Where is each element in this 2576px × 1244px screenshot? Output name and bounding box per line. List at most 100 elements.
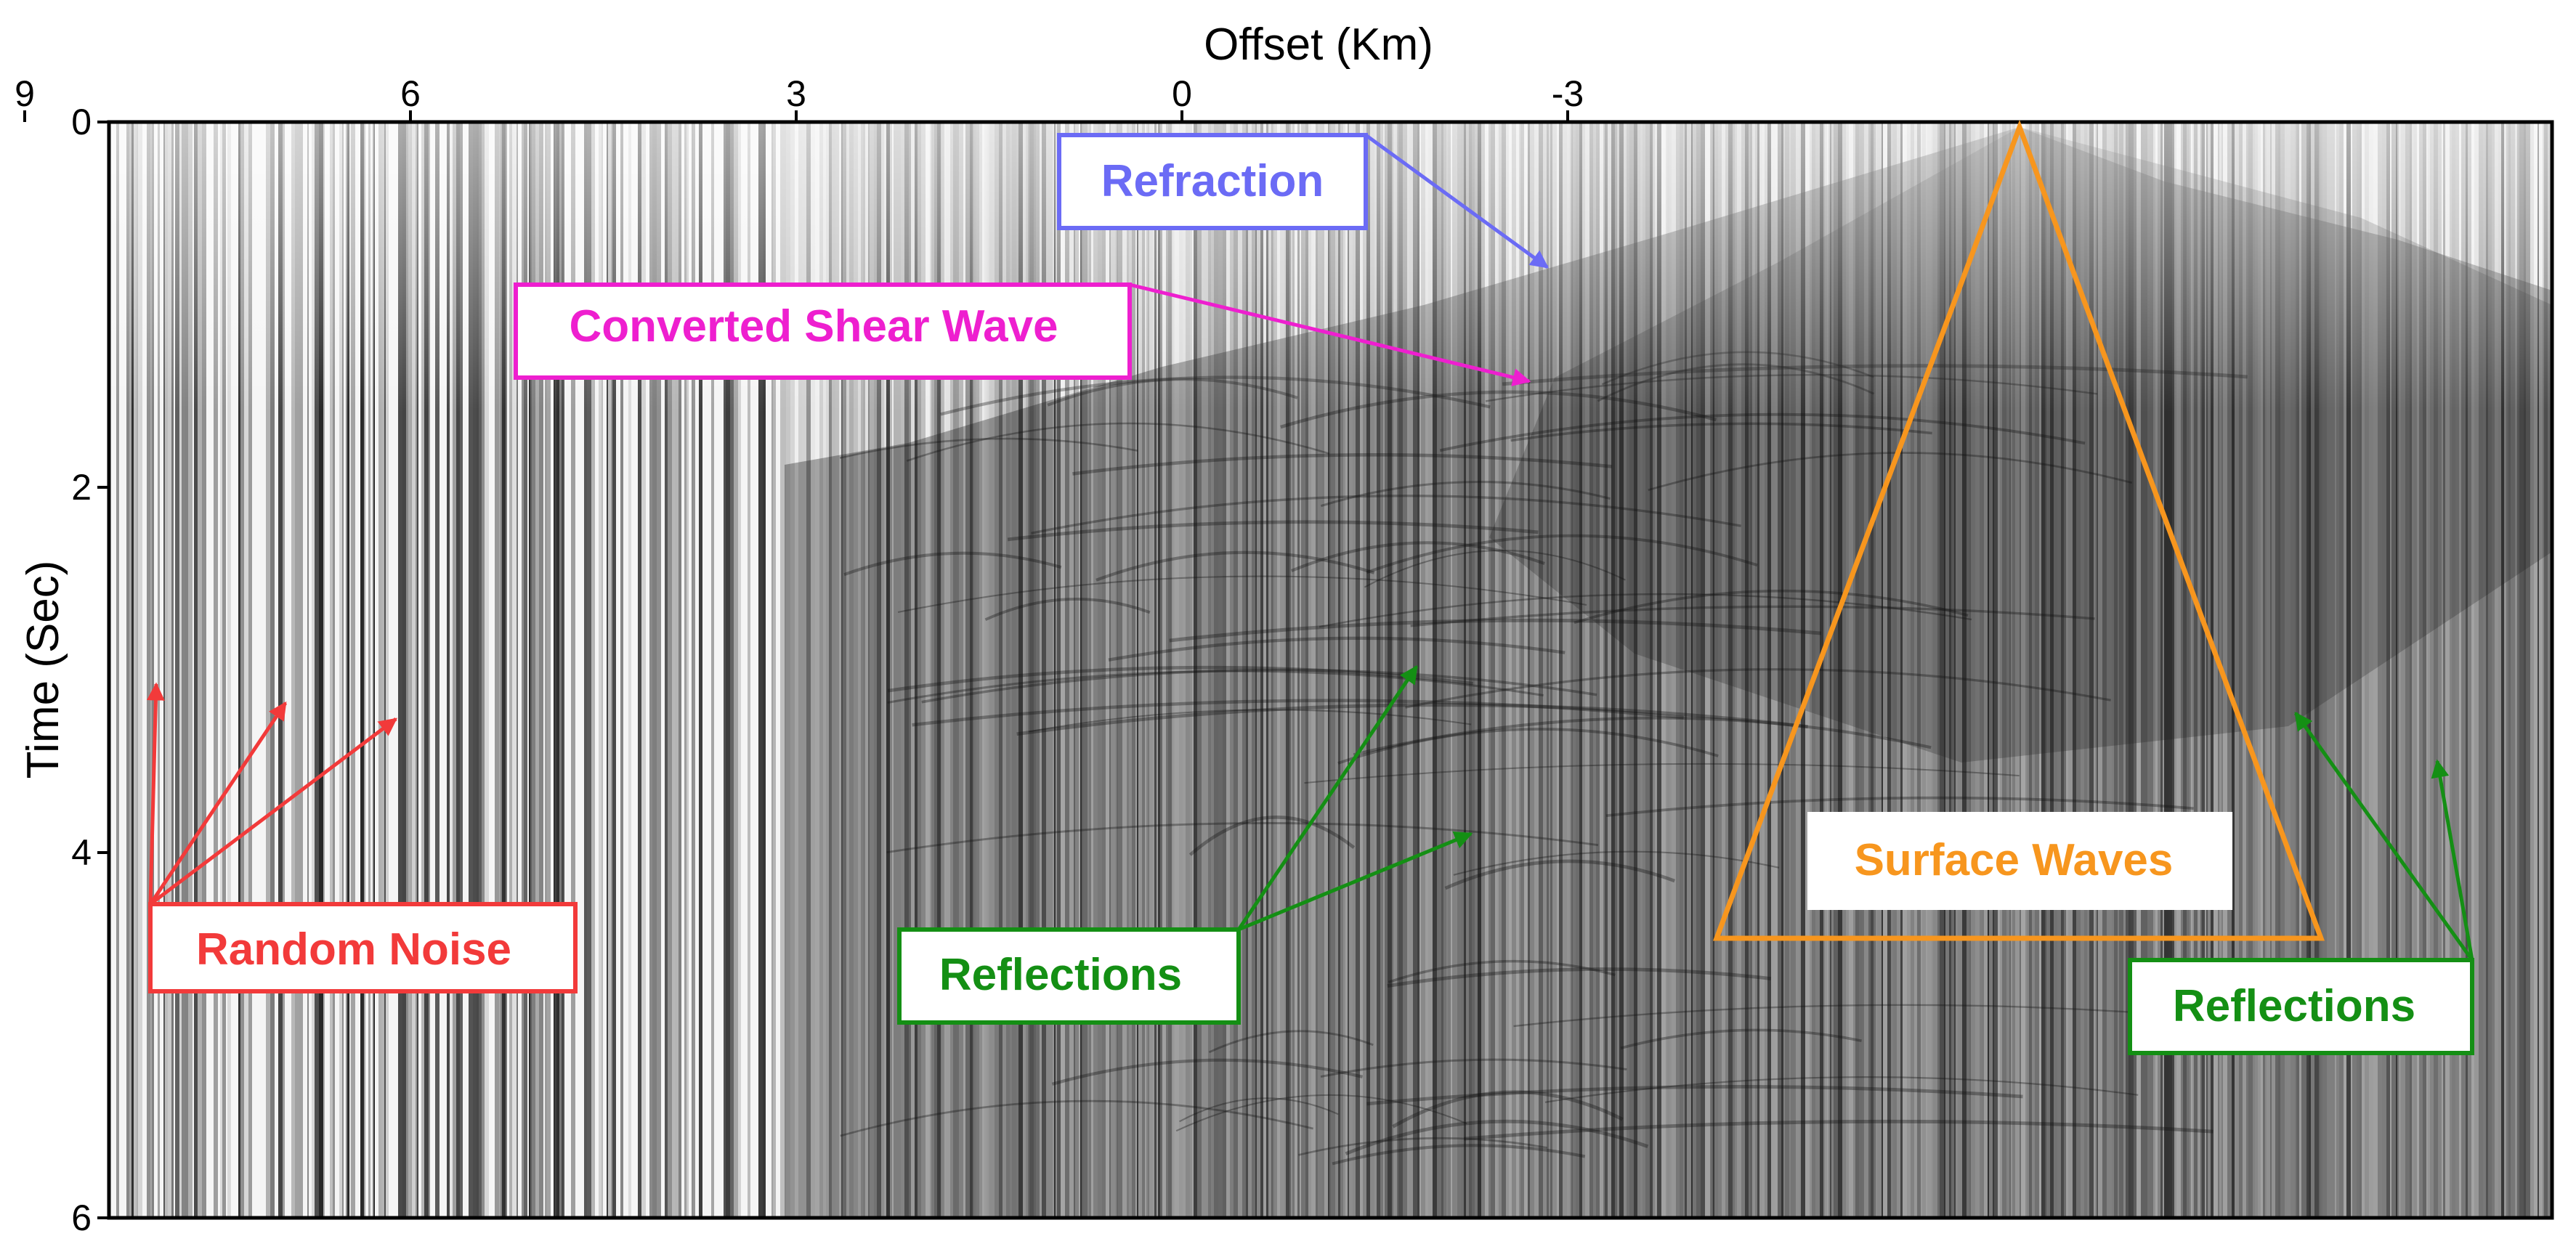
random-noise-annotation: Random Noise [146,682,578,993]
trace-strip [921,122,926,1218]
trace-strip [2382,122,2386,1218]
trace-strip [724,122,726,1218]
trace-strip [1179,122,1183,1218]
trace-strip [2261,122,2263,1218]
trace-strip [1226,122,1230,1218]
reflection-streak [1648,452,2133,492]
trace-strip [375,122,378,1218]
trace-strip [1316,122,1318,1218]
trace-strip [2094,122,2095,1218]
trace-strip [1154,122,1157,1218]
trace-strip [1830,122,1831,1218]
trace-strip [365,122,368,1218]
trace-strip [1036,122,1040,1218]
trace-strip [2258,122,2261,1218]
trace-strip [116,122,119,1218]
trace-strip [1148,122,1149,1218]
trace-strip [392,122,396,1218]
trace-strip [1691,122,1693,1218]
converted-shear-wave-annotation: Converted Shear Wave [514,282,1531,386]
trace-strip [1194,122,1197,1218]
trace-strip [237,122,238,1218]
trace-strip [2076,122,2081,1218]
trace-strip [695,122,699,1218]
trace-strip [2508,122,2511,1218]
reflection-streak [1175,1094,1467,1132]
surface-waves-label-box [1807,812,2232,910]
trace-strip [2339,122,2344,1218]
converted-shear-wave-label-box [514,282,1132,380]
trace-strip [2278,122,2280,1218]
trace-strip [495,122,499,1218]
trace-strip [681,122,684,1218]
trace-strip [976,122,979,1218]
trace-strip [1211,122,1214,1218]
reflection-streak [897,575,1587,614]
trace-strip [2061,122,2064,1218]
trace-strip [1799,122,1801,1218]
trace-strip [1499,122,1502,1218]
trace-strip [583,122,584,1218]
reflections-left-annotation: Reflections [897,664,1473,1025]
trace-strip [1102,122,1106,1218]
trace-strip [1160,122,1162,1218]
trace-strip [974,122,976,1218]
trace-strip [2054,122,2057,1218]
trace-strip [1846,122,1849,1218]
reflection-streak [887,665,1473,693]
trace-strip [865,122,868,1218]
trace-strip [1655,122,1657,1218]
reflection-streak [1007,520,1539,542]
trace-strip [2327,122,2331,1218]
y-tick-label: 4 [71,832,92,873]
reflection-streak [1031,495,1741,534]
trace-strip [1932,122,1933,1218]
trace-strip [2206,122,2208,1218]
trace-strip [1749,122,1750,1218]
trace-strip [2352,122,2357,1218]
reflections-left-label-box [897,927,1241,1025]
random-noise-label: Random Noise [196,924,511,975]
trace-strip [1234,122,1238,1218]
trace-strip [745,122,748,1218]
surface-waves-triangle [1712,119,2325,941]
trace-strip [894,122,896,1218]
trace-strip [843,122,846,1218]
trace-strip [953,122,956,1218]
trace-strip [738,122,741,1218]
reflection-streak [912,699,1684,727]
trace-strip [344,122,346,1218]
trace-strip [1926,122,1927,1218]
reflection-streak [1620,1028,1862,1050]
trace-strip [1706,122,1710,1218]
trace-strip [482,122,485,1218]
trace-strip [2309,122,2311,1218]
reflection-streak [1353,716,1932,757]
trace-strip [1579,122,1582,1218]
trace-strip [2041,122,2045,1218]
trace-strip [328,122,330,1218]
trace-strip [1452,122,1456,1218]
trace-strip [2025,122,2027,1218]
trace-strip [649,122,652,1218]
trace-strip [1166,122,1168,1218]
trace-strip [1311,122,1316,1218]
trace-strip [2089,122,2094,1218]
trace-strip [1277,122,1280,1218]
trace-strip [1137,122,1138,1218]
trace-strip [137,122,138,1218]
trace-strip [1762,122,1765,1218]
trace-strip [1741,122,1745,1218]
trace-strip [1098,122,1102,1218]
trace-strip [1208,122,1211,1218]
random-noise-arrow-1 [146,682,165,905]
trace-strip [123,122,126,1218]
trace-strip [858,122,861,1218]
trace-strip [1437,122,1441,1218]
trace-strip [2174,122,2176,1218]
trace-strip [1328,122,1329,1218]
trace-strip [342,122,344,1218]
trace-strip [424,122,429,1218]
trace-strip [1712,122,1713,1218]
